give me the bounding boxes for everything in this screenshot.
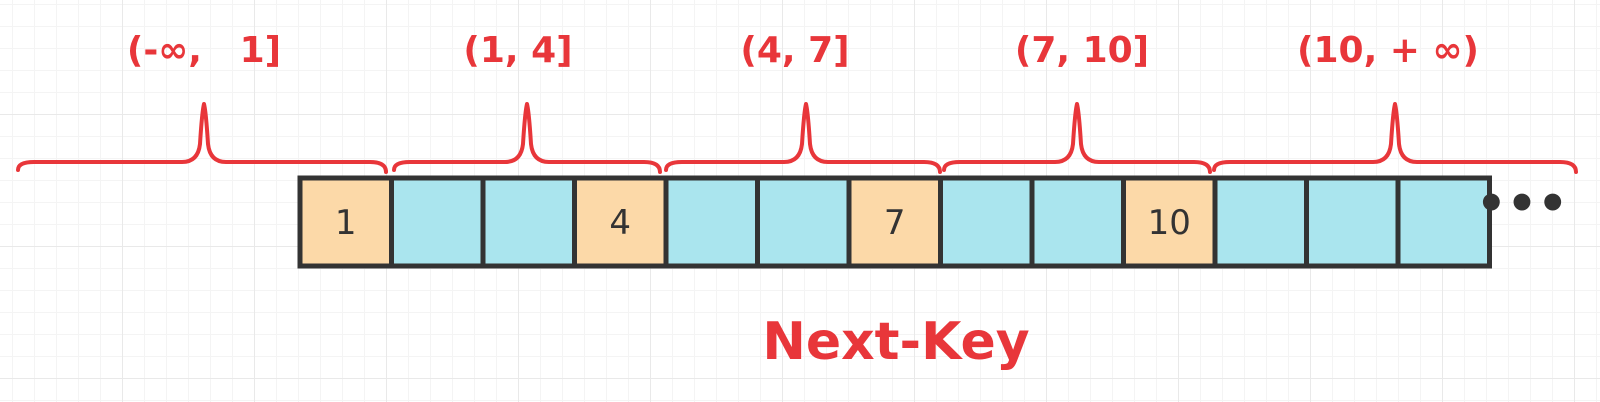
index-key-value: 10 <box>1148 203 1191 243</box>
interval-label-10-pos-inf: (10, + ∞) <box>1297 30 1479 71</box>
interval-label-4-7: (4, 7] <box>740 30 850 71</box>
gap-cell <box>1029 175 1126 269</box>
index-key-value: 1 <box>335 203 357 243</box>
gap-cell <box>938 175 1035 269</box>
interval-brace <box>1212 102 1578 174</box>
gap-cell <box>1395 175 1492 269</box>
more-records-ellipsis: ••• <box>1475 176 1569 232</box>
gap-cell <box>480 175 577 269</box>
interval-label-7-10: (7, 10] <box>1014 30 1150 71</box>
gap-cell <box>389 175 486 269</box>
index-key-cell <box>1121 175 1218 269</box>
diagram-caption: Next-Key <box>762 312 1030 372</box>
interval-brace <box>664 102 942 174</box>
interval-brace <box>942 102 1212 174</box>
gap-cell <box>1304 175 1401 269</box>
gap-cell <box>1212 175 1309 269</box>
index-key-value: 4 <box>609 203 631 243</box>
interval-label-1-4: (1, 4] <box>463 30 573 71</box>
index-key-value: 7 <box>884 203 906 243</box>
interval-braces <box>16 102 1578 174</box>
interval-label-neg-inf-1: (-∞, 1] <box>126 30 282 71</box>
interval-brace <box>392 102 662 174</box>
gap-cell <box>663 175 760 269</box>
index-record-row: 1 4 7 10 <box>297 175 1492 269</box>
interval-brace <box>16 102 388 174</box>
gap-cell <box>755 175 852 269</box>
